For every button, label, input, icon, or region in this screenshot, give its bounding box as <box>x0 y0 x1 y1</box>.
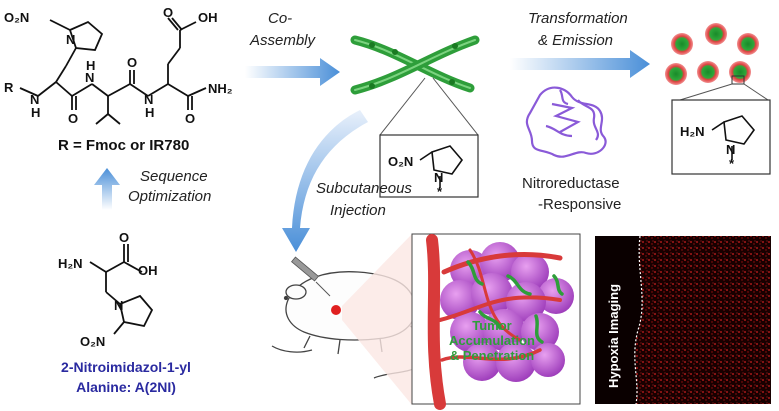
peptide-o-1: O <box>68 111 78 126</box>
tumor-zoom-beam <box>342 234 412 405</box>
amino-box-n: N <box>726 142 735 157</box>
sequence-label: Sequence <box>140 168 208 185</box>
peptide-o-2: O <box>127 55 137 70</box>
nitroreductase-enzyme <box>525 86 607 158</box>
monomer-h2n: H₂N <box>58 256 83 271</box>
co-assembly-arrow <box>245 58 340 86</box>
peptide-r: R <box>4 80 14 95</box>
subcutaneous-label: Subcutaneous <box>316 180 412 197</box>
zoom2-line-left <box>679 83 733 101</box>
co-label: Co- <box>268 10 293 27</box>
peptide-nh-3: N <box>144 92 153 107</box>
green-fibers-in-tumor <box>466 260 564 344</box>
syringe-icon <box>291 256 331 297</box>
nitro-box-star: * <box>437 184 443 199</box>
injection-site <box>331 305 341 315</box>
r-group-label: R = Fmoc or IR780 <box>58 137 189 154</box>
nitro-box <box>379 134 479 198</box>
responsive-label: -Responsive <box>538 196 622 213</box>
transformation-label: Transformation <box>528 10 628 27</box>
zoom2-line-right <box>743 83 769 101</box>
monomer-no2: O₂N <box>80 334 105 349</box>
peptide-h-1: H <box>31 105 40 120</box>
amino-box-star: * <box>729 156 735 171</box>
peptide-nh-1: N <box>30 92 39 107</box>
peptide-nh2: NH₂ <box>208 81 233 96</box>
hypoxia-signal <box>634 236 771 404</box>
nitro-box-no2: O₂N <box>388 154 413 169</box>
assembly-label: Assembly <box>250 32 316 49</box>
nitro-ring <box>419 145 464 188</box>
transformation-arrow <box>510 50 650 78</box>
monomer-ring-n: N <box>114 298 123 313</box>
accumulation-label: Accumulation <box>449 333 535 348</box>
injection-arrow <box>282 110 368 252</box>
peptide-nh-2: N <box>85 70 94 85</box>
tumor-mass <box>440 242 574 382</box>
amino-box <box>671 99 771 175</box>
amino-box-h2n: H₂N <box>680 124 705 139</box>
nitro-box-n: N <box>434 170 443 185</box>
peptide-o-top: O <box>163 5 173 20</box>
nanoparticles <box>665 23 759 85</box>
optimization-arrow <box>94 168 120 210</box>
zoom-marker <box>731 75 745 85</box>
tumor-label: Tumor <box>472 318 511 333</box>
emission-label: & Emission <box>538 32 614 49</box>
monomer-name-line1: 2-Nitroimidazol-1-yl <box>61 359 191 375</box>
optimization-label: Optimization <box>128 188 212 205</box>
peptide-ring-n: N <box>66 32 75 47</box>
zoom-line-right <box>432 77 479 136</box>
amino-ring <box>711 115 756 160</box>
monomer-oh: OH <box>138 263 158 278</box>
peptide-no2: O₂N <box>4 10 29 25</box>
peptide-h-2: H <box>86 58 95 73</box>
peptide-oh: OH <box>198 10 218 25</box>
hypoxia-label: Hypoxia Imaging <box>606 284 621 388</box>
peptide-structure <box>19 17 207 125</box>
monomer-o: O <box>119 230 129 245</box>
peptide-o-3: O <box>185 111 195 126</box>
monomer-structure <box>89 244 154 335</box>
monomer-name-line2: Alanine: A(2NI) <box>76 379 176 395</box>
zoom-line-left <box>379 77 426 136</box>
injection-label: Injection <box>330 202 386 219</box>
peptide-h-3: H <box>145 105 154 120</box>
blood-vessels <box>426 234 563 410</box>
fibers <box>350 35 480 95</box>
penetration-label: & Penetration <box>450 348 535 363</box>
nitroreductase-label: Nitroreductase <box>522 175 620 192</box>
